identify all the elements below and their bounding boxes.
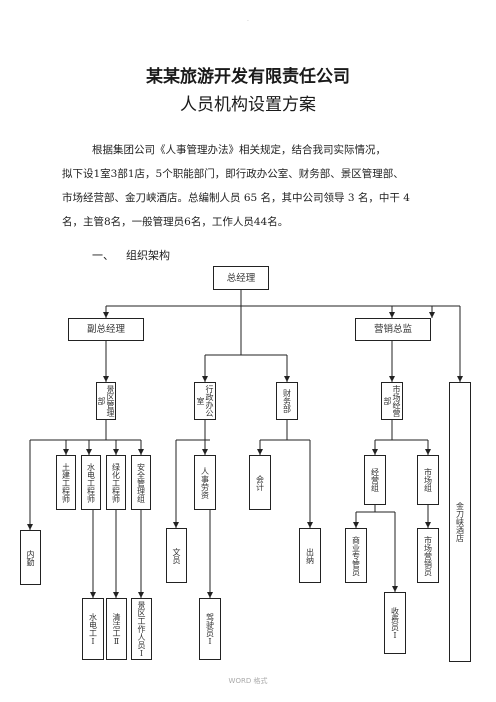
box-green-engineer: 绿化工程师: [106, 455, 126, 510]
box-civil-engineer: 土建工程师: [56, 455, 76, 510]
box-finance-dept: 财务部: [276, 382, 298, 420]
box-security-team: 安全管理组: [131, 455, 151, 510]
box-water-elec-worker: 水电工Ⅰ: [82, 598, 104, 660]
section-number: 一、: [92, 249, 114, 262]
box-market-dept: 市场经营部: [381, 382, 403, 420]
box-ticket-collector: 收费员Ⅰ: [384, 592, 406, 654]
box-clerk: 文员: [166, 528, 187, 583]
section-heading: 一、组织架构: [92, 247, 170, 263]
box-general-manager: 总经理: [213, 266, 269, 290]
box-driver: 驾驶员Ⅰ: [199, 598, 221, 660]
paragraph-line-4: 名，主管8名，一般管理员6名，工作人员44名。: [62, 216, 289, 228]
box-hotel: 金刀峡酒店: [449, 382, 471, 662]
box-market-team: 市场组: [417, 455, 439, 505]
box-business-team: 经营组: [364, 455, 386, 505]
header-mark: ·: [247, 18, 249, 25]
page-footer: WORD 格式: [228, 677, 268, 685]
box-water-elec-engineer: 水电工程师: [81, 455, 101, 510]
box-cashier: 出纳: [299, 528, 321, 583]
section-title: 组织架构: [126, 249, 170, 262]
box-merchant-manager: 商业专管员: [345, 528, 367, 583]
document-title: 某某旅游开发有限责任公司: [146, 67, 350, 87]
box-internal-duty: 内勤: [20, 530, 41, 585]
box-scenic-dept: 景区管理部: [96, 382, 116, 420]
paragraph-line-2: 拟下设1室3部1店，5个职能部门，即行政办公室、财务部、景区管理部、: [62, 168, 404, 180]
box-marketing-staff: 市场营销员: [417, 528, 439, 583]
box-scenic-worker: 景区工作人员Ⅰ: [131, 598, 152, 660]
paragraph-line-3: 市场经营部、金刀峡酒店。总编制人员 65 名，其中公司领导 3 名，中干 4: [62, 192, 410, 204]
paragraph-line-1: 根据集团公司《人事管理办法》相关规定，结合我司实际情况，: [92, 144, 386, 156]
box-accounting: 会计: [249, 455, 271, 510]
box-deputy-gm: 副总经理: [68, 318, 144, 341]
document-subtitle: 人员机构设置方案: [180, 95, 316, 115]
box-admin-office: 行政办公室: [194, 382, 216, 420]
box-hr: 人事劳资: [194, 455, 216, 510]
box-marketing-director: 营销总监: [355, 318, 431, 341]
box-cleaner: 清洁工Ⅱ: [106, 598, 127, 660]
